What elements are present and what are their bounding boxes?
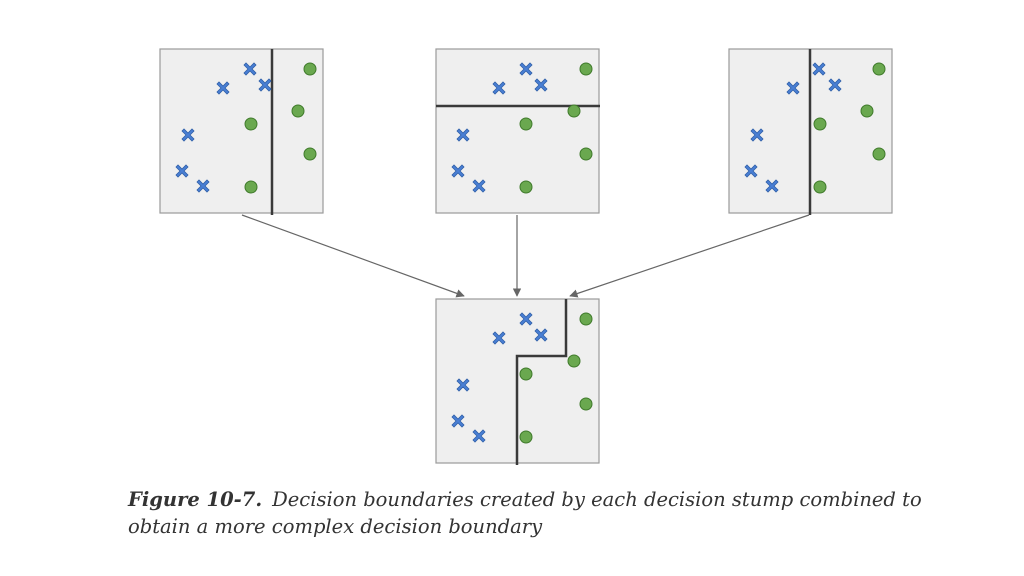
circle-marker — [872, 147, 886, 161]
circle-marker — [567, 104, 581, 118]
circle-marker — [244, 117, 258, 131]
circle-marker — [579, 62, 593, 76]
figure-caption-text: Decision boundaries created by each deci… — [128, 488, 922, 538]
arrow-from-panel-1 — [241, 214, 465, 298]
stump-panel-2 — [435, 48, 600, 214]
circle-marker — [813, 117, 827, 131]
circle-marker — [303, 147, 317, 161]
circle-marker — [579, 147, 593, 161]
circle-marker — [291, 104, 305, 118]
stump-panel-3 — [728, 48, 893, 215]
circle-marker — [579, 397, 593, 411]
circle-marker — [813, 180, 827, 194]
circle-marker — [579, 312, 593, 326]
circle-marker — [303, 62, 317, 76]
arrow-from-panel-3 — [569, 214, 810, 298]
circle-marker — [872, 62, 886, 76]
circle-marker — [860, 104, 874, 118]
circle-marker — [244, 180, 258, 194]
combined-decision-boundary — [515, 299, 568, 465]
figure-caption: Figure 10-7.Decision boundaries created … — [128, 486, 968, 540]
combined-panel — [435, 298, 600, 465]
figure-label: Figure 10-7. — [128, 488, 263, 511]
stump-panel-1 — [159, 48, 324, 215]
circle-marker — [567, 354, 581, 368]
circle-marker — [519, 117, 533, 131]
arrows — [241, 214, 810, 298]
circle-marker — [519, 180, 533, 194]
circle-marker — [519, 367, 533, 381]
circle-marker — [519, 430, 533, 444]
decision-boundary-diagram — [159, 48, 893, 465]
